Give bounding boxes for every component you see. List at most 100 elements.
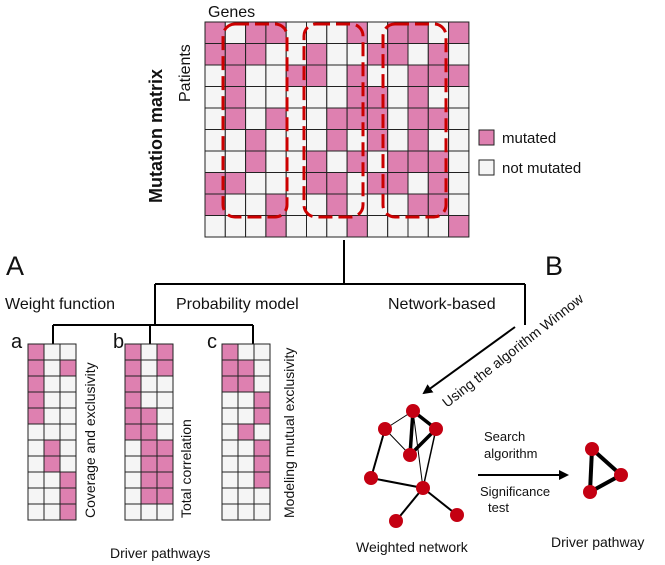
method-a-label: Coverage and exclusivity bbox=[82, 362, 98, 518]
method-c-cell bbox=[237, 423, 255, 441]
method-a-cell bbox=[43, 343, 61, 361]
method-c-cell bbox=[237, 359, 255, 377]
method-c-cell bbox=[253, 439, 271, 457]
probability-model-label: Probability model bbox=[176, 296, 299, 313]
method-a-cell bbox=[27, 487, 45, 505]
method-b-cell bbox=[156, 439, 174, 457]
method-c-cell bbox=[221, 375, 239, 393]
matrix-cell bbox=[265, 193, 287, 216]
method-b-grid bbox=[124, 343, 174, 521]
matrix-cell bbox=[265, 107, 287, 130]
method-c-cell bbox=[253, 503, 271, 521]
matrix-cell bbox=[387, 86, 409, 109]
matrix-cell bbox=[245, 43, 267, 66]
matrix-cell bbox=[366, 172, 389, 195]
winnow-arrow bbox=[422, 326, 516, 395]
method-c-cell bbox=[253, 375, 271, 393]
matrix-cell bbox=[265, 215, 287, 238]
method-c-cell bbox=[221, 439, 239, 457]
matrix-cell bbox=[366, 215, 389, 238]
matrix-cell bbox=[224, 43, 247, 66]
legend-mutated-label: mutated bbox=[502, 130, 556, 147]
significance-label: Significance bbox=[480, 484, 550, 499]
method-c-cell bbox=[221, 359, 239, 377]
method-c-cell bbox=[237, 455, 255, 473]
method-a-cell bbox=[59, 423, 77, 441]
matrix-cell bbox=[448, 86, 470, 109]
method-a-cell bbox=[43, 423, 61, 441]
method-b-cell bbox=[140, 407, 158, 425]
method-b-cell bbox=[140, 375, 158, 393]
method-b-cell bbox=[140, 391, 158, 409]
method-b-cell bbox=[156, 487, 174, 505]
matrix-cell bbox=[245, 86, 267, 109]
method-c-cell bbox=[221, 343, 239, 361]
matrix-cell bbox=[387, 107, 409, 130]
matrix-cell bbox=[366, 150, 389, 173]
matrix-cell bbox=[407, 150, 429, 173]
matrix-cell bbox=[326, 172, 348, 195]
pathway-node bbox=[585, 442, 599, 456]
method-a-cell bbox=[27, 423, 45, 441]
method-a-cell bbox=[43, 455, 61, 473]
method-a-cell bbox=[27, 503, 45, 521]
matrix-cell bbox=[306, 107, 328, 130]
matrix-cell bbox=[224, 150, 247, 173]
method-b-cell bbox=[140, 471, 158, 489]
matrix-cell bbox=[407, 215, 429, 238]
method-a-cell bbox=[59, 391, 77, 409]
method-c-cell bbox=[253, 343, 271, 361]
weighted-network-nodes bbox=[364, 404, 464, 528]
matrix-cell bbox=[448, 193, 470, 216]
method-b-cell bbox=[156, 455, 174, 473]
panel-a-label: A bbox=[6, 251, 24, 281]
gene-group-highlight-1 bbox=[221, 22, 289, 219]
network-node bbox=[450, 508, 464, 522]
legend-not-mutated-label: not mutated bbox=[502, 160, 581, 177]
driver-pathway-nodes bbox=[583, 442, 628, 499]
method-b-cell bbox=[156, 423, 174, 441]
method-c-cell bbox=[253, 455, 271, 473]
matrix-cell bbox=[448, 21, 470, 44]
method-b-cell bbox=[156, 471, 174, 489]
matrix-cell bbox=[306, 86, 328, 109]
significance-test-label: test bbox=[488, 500, 509, 515]
method-b-cell bbox=[124, 391, 142, 409]
method-b-cell bbox=[124, 487, 142, 505]
matrix-cell bbox=[326, 86, 348, 109]
matrix-cell bbox=[245, 150, 267, 173]
matrix-cell bbox=[387, 172, 409, 195]
matrix-cell bbox=[245, 172, 267, 195]
matrix-cell bbox=[326, 193, 348, 216]
matrix-cell bbox=[448, 107, 470, 130]
method-c-letter: c bbox=[207, 331, 217, 353]
matrix-cell bbox=[387, 64, 409, 87]
matrix-cell bbox=[366, 193, 389, 216]
network-node bbox=[378, 422, 392, 436]
matrix-cell bbox=[224, 64, 247, 87]
matrix-cell bbox=[326, 150, 348, 173]
matrix-cell bbox=[285, 215, 308, 238]
matrix-cell bbox=[224, 193, 247, 216]
method-a-cell bbox=[59, 343, 77, 361]
matrix-cell bbox=[346, 215, 368, 238]
method-c-cell bbox=[253, 359, 271, 377]
matrix-cell bbox=[326, 64, 348, 87]
method-b-cell bbox=[156, 343, 174, 361]
method-a-cell bbox=[43, 359, 61, 377]
matrix-cell bbox=[407, 64, 429, 87]
network-node bbox=[406, 404, 420, 418]
network-node bbox=[403, 448, 417, 462]
method-c-grid bbox=[221, 343, 271, 521]
weight-function-label: Weight function bbox=[5, 296, 115, 313]
matrix-cell bbox=[448, 43, 470, 66]
method-c-cell bbox=[221, 423, 239, 441]
matrix-cell bbox=[245, 215, 267, 238]
method-b-cell bbox=[156, 407, 174, 425]
method-b-cell bbox=[140, 455, 158, 473]
method-c-cell bbox=[253, 471, 271, 489]
matrix-cell bbox=[326, 107, 348, 130]
matrix-cell bbox=[306, 215, 328, 238]
matrix-cell bbox=[326, 215, 348, 238]
matrix-cell bbox=[204, 215, 226, 238]
